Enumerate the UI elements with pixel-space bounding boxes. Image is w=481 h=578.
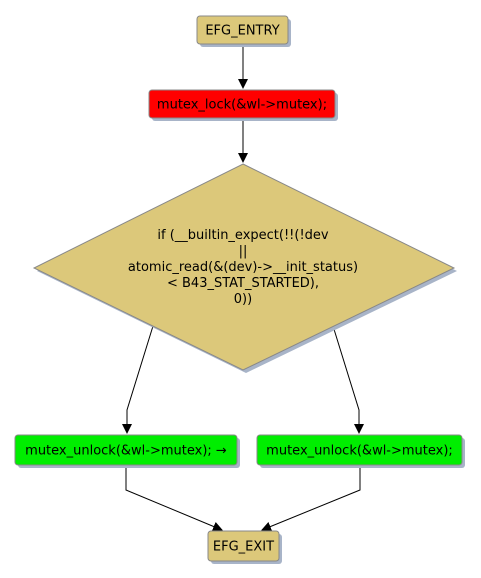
- condition-line-3: atomic_read(&(dev)->__init_status): [128, 260, 358, 275]
- lock-node: mutex_lock(&wl->mutex);: [148, 89, 338, 121]
- unlock-left-node-box: [14, 434, 238, 466]
- lock-node-box: [148, 89, 336, 119]
- entry-node-box: [196, 15, 289, 45]
- edge-unlock-right-to-exit: [261, 466, 361, 532]
- condition-line-5: 0)): [234, 292, 252, 307]
- lock-node-label: mutex_lock(&wl->mutex);: [157, 98, 327, 113]
- edge-unlock-left-to-exit: [125, 466, 223, 532]
- edge-condition-to-unlock-left: [122, 325, 154, 434]
- exit-node: EFG_EXIT: [207, 530, 282, 564]
- entry-node-label: EFG_ENTRY: [205, 24, 279, 39]
- unlock-right-node: mutex_unlock(&wl->mutex);: [256, 434, 465, 468]
- unlock-left-node: mutex_unlock(&wl->mutex); →: [14, 434, 240, 468]
- condition-line-4: < B43_STAT_STARTED),: [167, 276, 319, 291]
- condition-line-2: ||: [239, 244, 248, 259]
- unlock-right-node-label: mutex_unlock(&wl->mutex);: [266, 444, 453, 459]
- condition-line-1: if (__builtin_expect(!!(!dev: [157, 228, 329, 243]
- edge-condition-to-unlock-right: [332, 325, 364, 434]
- exit-node-label: EFG_EXIT: [213, 540, 274, 555]
- condition-node-diamond: [32, 163, 456, 371]
- unlock-left-node-label: mutex_unlock(&wl->mutex); →: [25, 444, 227, 459]
- entry-node: EFG_ENTRY: [196, 15, 291, 47]
- edges: [122, 45, 364, 532]
- exit-node-box: [207, 530, 280, 562]
- unlock-right-node-box: [256, 434, 463, 466]
- condition-node: if (__builtin_expect(!!(!dev || atomic_r…: [32, 163, 457, 373]
